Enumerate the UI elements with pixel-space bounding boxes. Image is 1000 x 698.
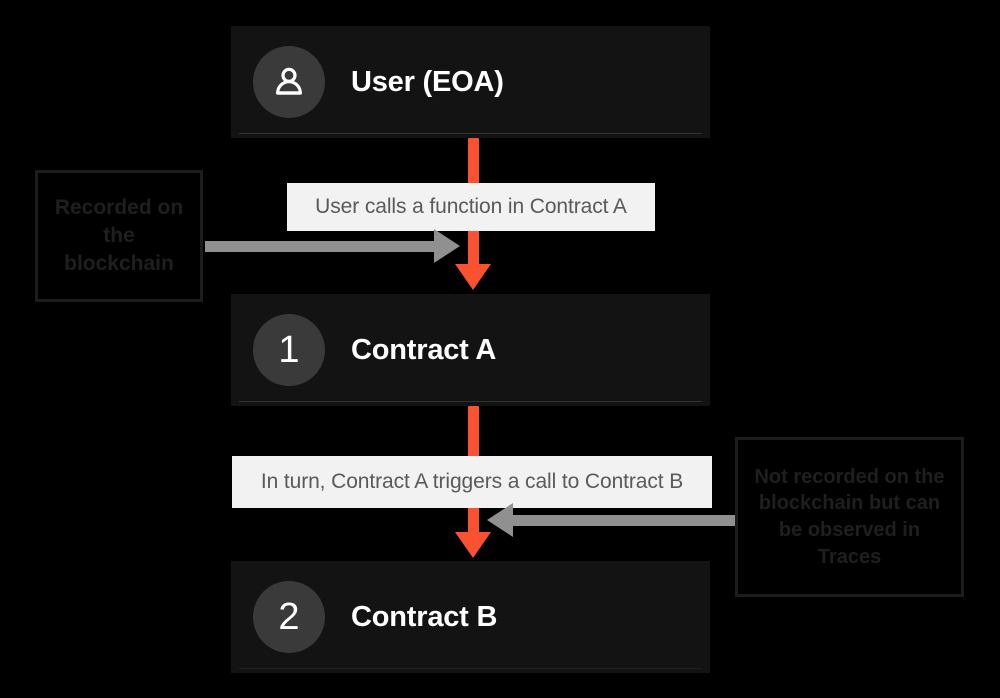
arrow-shaft: [205, 241, 434, 252]
caption-user-calls-contract-a: User calls a function in Contract A: [287, 183, 655, 231]
pointer-arrow-left-annotation: [205, 229, 460, 263]
arrow-head-right-icon: [434, 229, 460, 263]
node-user: User (EOA): [231, 26, 710, 138]
node-contract-b-label: Contract B: [351, 600, 498, 633]
arrow-head-down-icon: [455, 264, 491, 290]
caption-contract-a-triggers-contract-b: In turn, Contract A triggers a call to C…: [232, 456, 712, 508]
arrow-head-left-icon: [487, 503, 513, 537]
annotation-recorded-on-blockchain: Recorded on the blockchain: [35, 170, 203, 302]
pointer-arrow-right-annotation: [487, 503, 735, 537]
person-icon: [253, 46, 325, 118]
arrow-head-down-icon: [455, 532, 491, 558]
annotation-not-recorded-on-blockchain: Not recorded on the blockchain but can b…: [735, 437, 964, 597]
arrow-shaft: [513, 515, 735, 526]
step-number-badge-1: 1: [253, 314, 325, 386]
step-number-badge-2: 2: [253, 581, 325, 653]
node-contract-a-label: Contract A: [351, 333, 497, 366]
node-contract-b: 2 Contract B: [231, 561, 710, 673]
node-contract-a: 1 Contract A: [231, 294, 710, 406]
node-user-label: User (EOA): [351, 65, 504, 98]
